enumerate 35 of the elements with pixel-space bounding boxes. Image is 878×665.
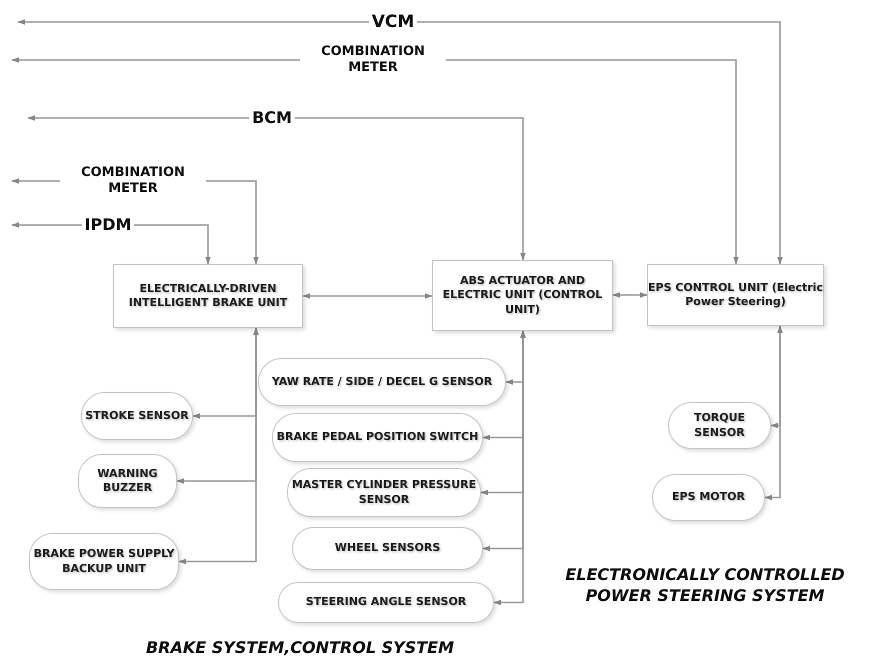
box-label: ABS ACTUATOR AND ELECTRIC UNIT (CONTROL UNIT) <box>442 274 604 317</box>
control-unit-box <box>113 264 303 328</box>
sensor-box <box>29 533 179 590</box>
sensor-box <box>278 582 494 623</box>
connector-arrow <box>17 19 783 265</box>
caption: ELECTRONICALLY CONTROLLED POWER STEERING SYSTEM <box>564 565 846 607</box>
sensor-box <box>258 358 506 406</box>
sensor-box <box>287 468 481 517</box>
box-label: STROKE SENSOR <box>85 408 189 424</box>
box-label: STEERING ANGLE SENSOR <box>306 595 466 610</box>
connector-arrow <box>612 292 648 298</box>
sensor-box <box>292 527 483 570</box>
box-label: WHEEL SENSORS <box>334 541 440 556</box>
sensor-box <box>78 454 177 508</box>
connector-arrow <box>493 330 526 606</box>
box-label: EPS CONTROL UNIT (Electric Power Steering) <box>648 280 823 310</box>
box-label: BRAKE PEDAL POSITION SWITCH <box>276 430 478 445</box>
sensor-box <box>272 413 483 462</box>
box-label: WARNING BUZZER <box>96 466 159 496</box>
sensor-box <box>668 402 771 449</box>
sensor-box <box>652 474 765 521</box>
box-label: EPS MOTOR <box>672 490 745 505</box>
connector-arrow <box>302 293 433 299</box>
sensor-box <box>81 392 193 440</box>
control-unit-box <box>647 264 824 326</box>
box-label: TORQUE SENSOR <box>692 411 746 440</box>
connector-arrow <box>178 327 259 564</box>
control-unit-box <box>432 260 613 331</box>
caption: BRAKE SYSTEM,CONTROL SYSTEM <box>144 638 455 659</box>
box-label: BRAKE POWER SUPPLY BACKUP UNIT <box>32 547 176 576</box>
connector-arrow <box>764 325 783 500</box>
connector-arrow <box>27 115 526 261</box>
box-label: MASTER CYLINDER PRESSURE SENSOR <box>290 478 478 507</box>
box-label: ELECTRICALLY-DRIVEN INTELLIGENT BRAKE UNIT <box>128 282 288 310</box>
box-label: YAW RATE / SIDE / DECEL G SENSOR <box>272 374 492 390</box>
